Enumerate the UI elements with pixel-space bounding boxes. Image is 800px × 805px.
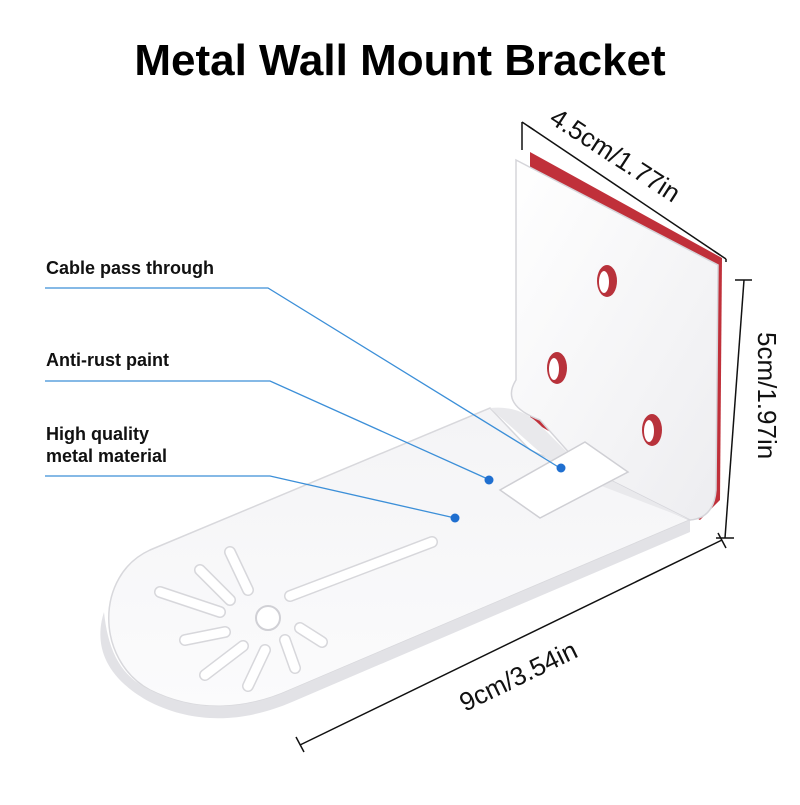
bend-shadow: [490, 407, 690, 520]
vent-slots: [154, 536, 438, 692]
dimension-lines: [295, 121, 752, 753]
page-title: Metal Wall Mount Bracket: [134, 36, 666, 85]
dimension-side: 5cm/1.97in: [752, 332, 782, 459]
callout-material-line2: metal material: [46, 446, 168, 466]
callout-cable: Cable pass through: [46, 258, 215, 278]
callout-material-line1: High quality: [46, 424, 149, 444]
callout-dots: [450, 463, 566, 523]
dimension-bottom: 9cm/3.54in: [454, 635, 581, 718]
callout-leaders: [45, 287, 561, 519]
callout-paint: Anti-rust paint: [46, 350, 169, 370]
base-plate-edge: [100, 520, 690, 719]
cable-cutout: [498, 441, 630, 519]
screw-holes: [547, 265, 662, 446]
